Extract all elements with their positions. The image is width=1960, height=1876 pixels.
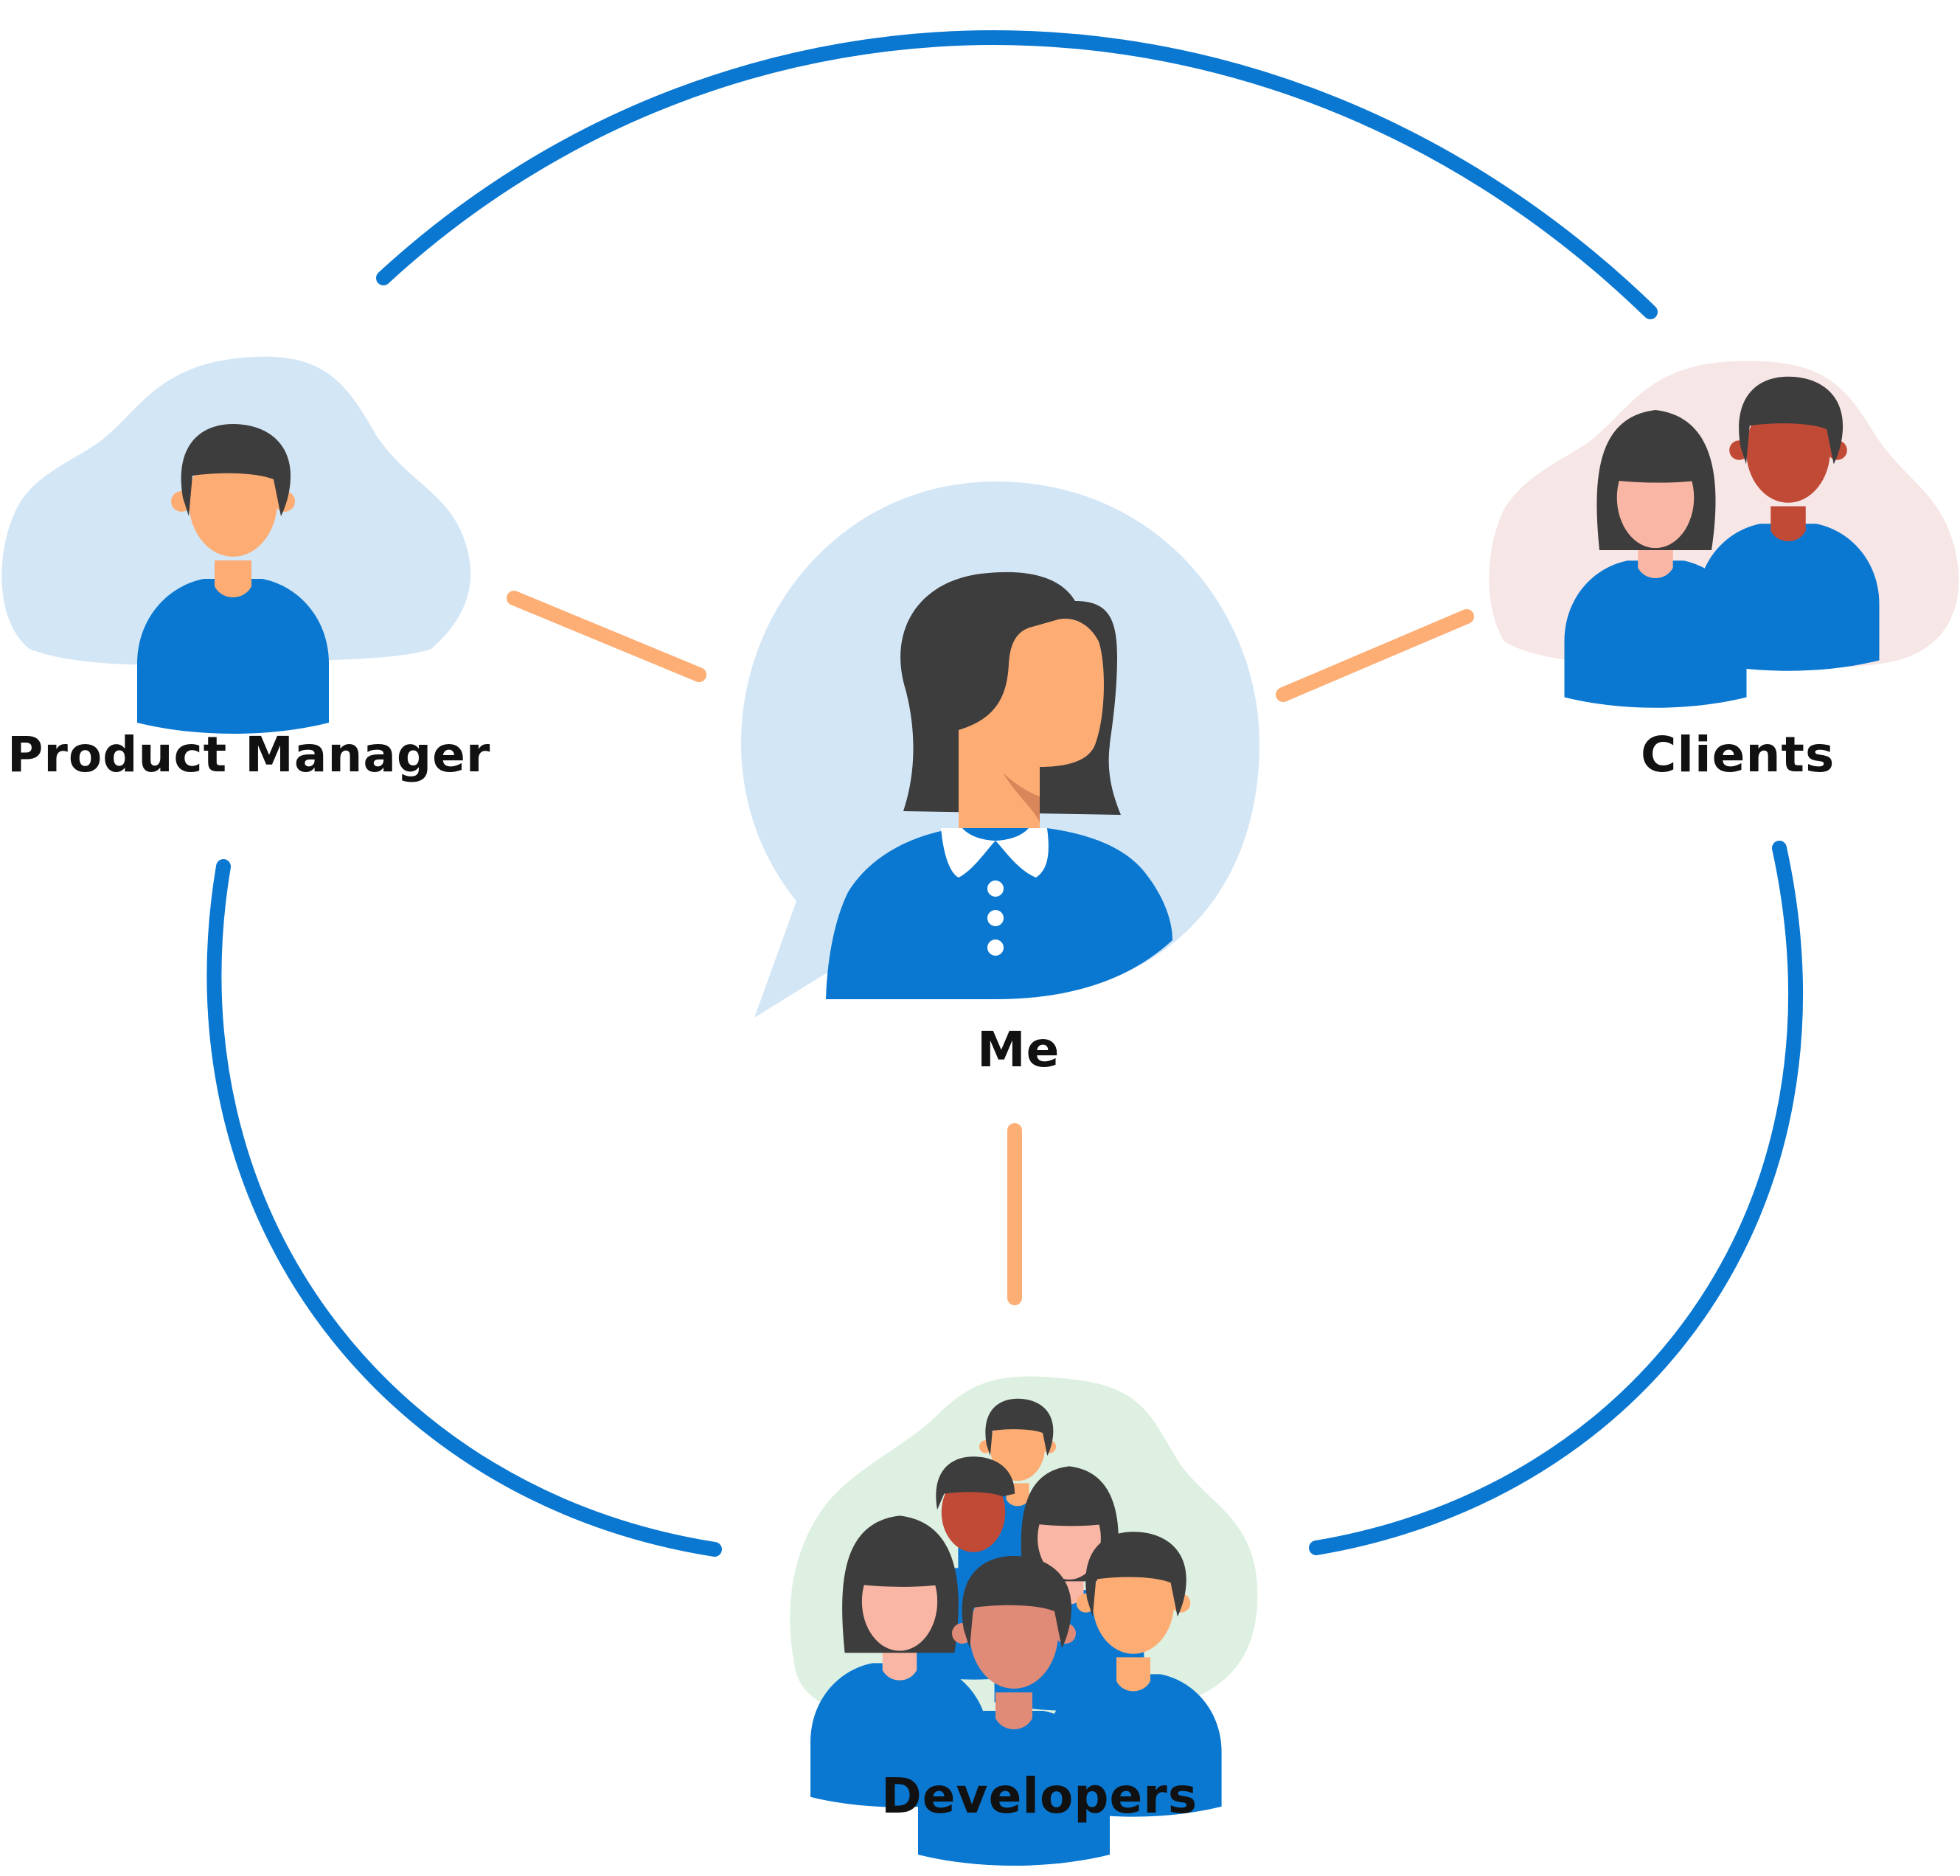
client-male-avatar-icon [1697,376,1880,671]
me-label: Me [977,1021,1060,1078]
developers-label: Developers [881,1768,1198,1824]
developer-avatar-icon [918,1556,1110,1866]
arc-pm-clients [376,30,1658,319]
product-manager-label: Product Manager [7,726,491,783]
clients-label: Clients [1641,726,1835,783]
me-avatar-icon [826,572,1172,999]
link-me-pm [507,591,706,682]
me-node [741,482,1259,1018]
arc-pm-developers [206,859,722,1557]
arc-clients-developers [1309,841,1803,1555]
product-manager-node [1,356,471,734]
developers-node [790,1376,1258,1866]
clients-node [1489,361,1959,708]
link-me-clients [1276,609,1474,702]
